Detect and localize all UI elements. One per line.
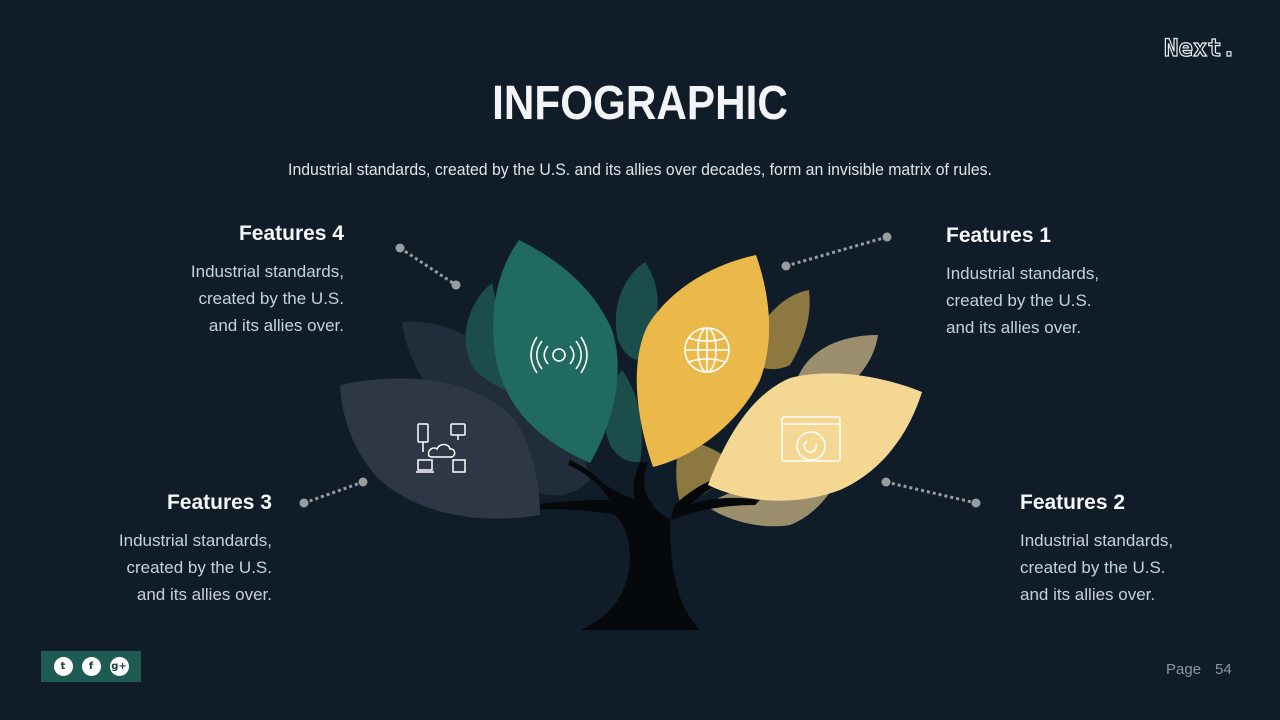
feature-2: Features 2 Industrial standards, created… — [1020, 491, 1260, 608]
feature-1: Features 1 Industrial standards, created… — [946, 224, 1186, 341]
brand-logo: Next. — [1163, 33, 1237, 62]
feature-4-title: Features 4 — [238, 222, 344, 245]
google-plus-icon[interactable]: g+ — [109, 657, 129, 676]
leaf-bg-olive-low — [676, 440, 735, 503]
feature-4-text: Industrial standards, created by the U.S… — [190, 262, 344, 335]
tree-trunk — [530, 460, 760, 630]
connector-feature-2 — [881, 477, 981, 508]
social-links-bar: t f g+ — [41, 651, 141, 682]
cloud-network-icon — [416, 423, 466, 473]
feature-1-text: Industrial standards, created by the U.S… — [946, 264, 1100, 337]
page-title: INFOGRAPHIC — [492, 77, 788, 130]
tumblr-icon[interactable]: t — [53, 657, 73, 676]
leaf-feature-1 — [636, 255, 770, 467]
feature-3: Features 3 Industrial standards, created… — [32, 491, 272, 608]
feature-3-text: Industrial standards, created by the U.S… — [118, 531, 272, 604]
connector-feature-3 — [299, 477, 368, 508]
globe-icon — [684, 327, 730, 373]
browser-gear-icon — [781, 416, 841, 462]
page-label: Page — [1166, 661, 1202, 678]
leaf-feature-3 — [340, 378, 540, 519]
feature-2-text: Industrial standards, created by the U.S… — [1020, 531, 1174, 604]
page-subtitle: Industrial standards, created by the U.S… — [288, 160, 992, 179]
facebook-icon[interactable]: f — [81, 657, 101, 676]
feature-3-title: Features 3 — [166, 491, 272, 514]
feature-2-title: Features 2 — [1020, 491, 1126, 514]
connector-feature-4 — [395, 243, 461, 290]
leaf-feature-2 — [708, 373, 922, 501]
feature-4: Features 4 Industrial standards, created… — [104, 222, 344, 339]
leaf-feature-4 — [493, 240, 618, 463]
broadcast-signal-icon — [530, 336, 588, 374]
page-number: 54 — [1215, 661, 1232, 678]
feature-1-title: Features 1 — [946, 224, 1052, 247]
connector-feature-1 — [781, 232, 892, 271]
